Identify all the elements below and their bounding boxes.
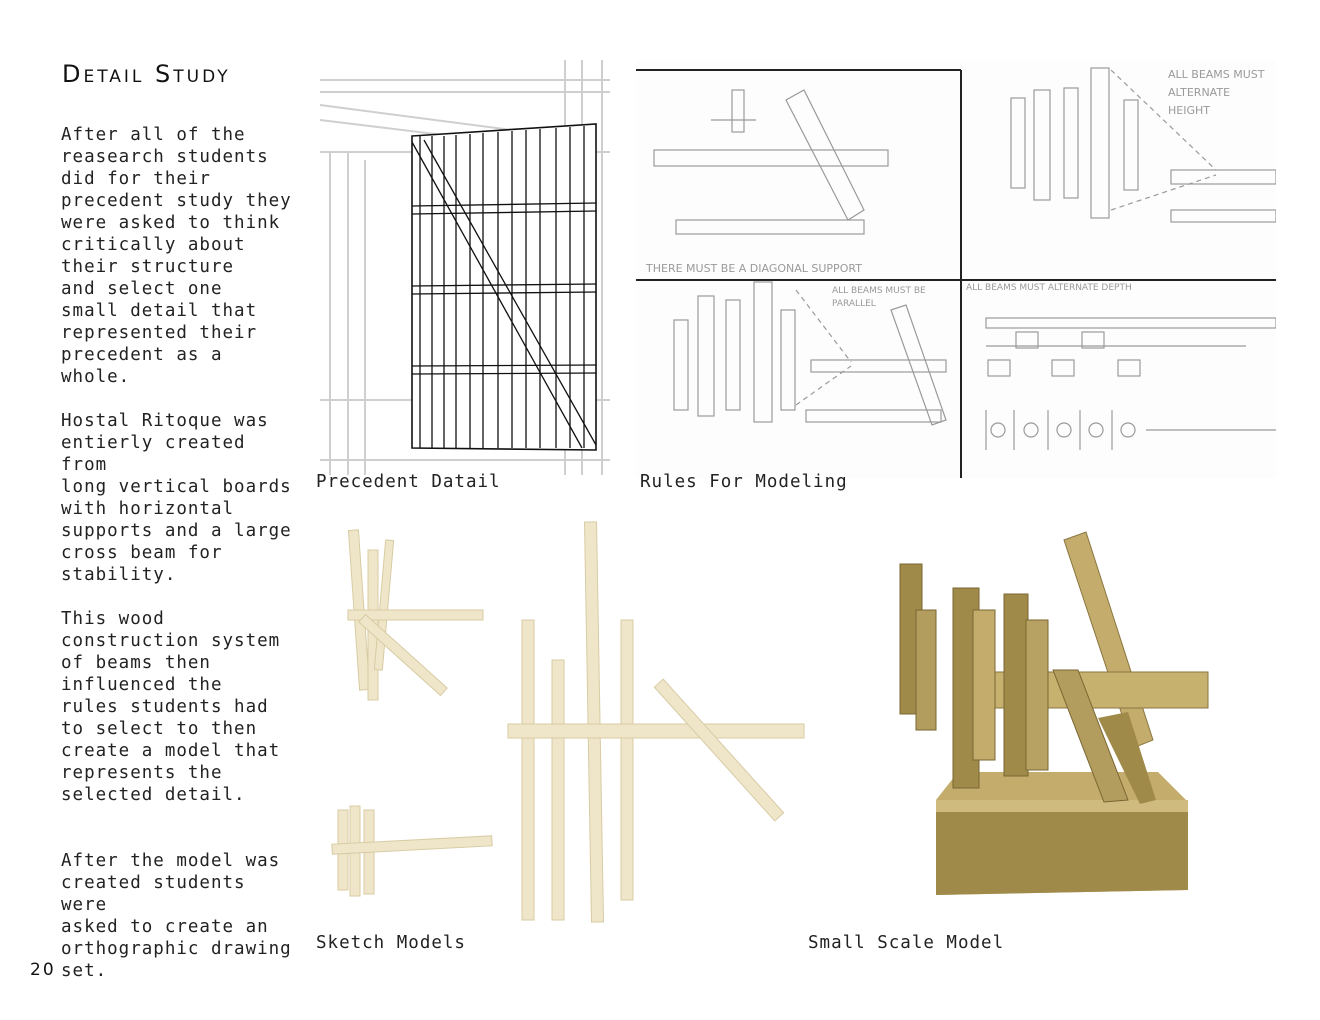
body-paragraph-1: After all of the reasearch students did … (61, 125, 292, 387)
rule-note-parallel-1: ALL BEAMS MUST BE (832, 286, 926, 296)
rule-note-depth: ALL BEAMS MUST ALTERNATE DEPTH (966, 283, 1132, 293)
body-paragraph-3: This wood construction system of beams t… (61, 609, 281, 805)
small-scale-model-photo (828, 510, 1250, 938)
rules-for-modeling-sketch: THERE MUST BE A DIAGONAL SUPPORT ALL BEA… (636, 60, 1276, 478)
rule-note-diagonal: THERE MUST BE A DIAGONAL SUPPORT (645, 262, 862, 275)
rule-note-height-1: ALL BEAMS MUST (1168, 68, 1265, 81)
rule-note-height-3: HEIGHT (1168, 104, 1210, 117)
page-number: 20 (30, 960, 56, 980)
precedent-detail-drawing (320, 60, 610, 475)
sketch-models-photo (318, 510, 808, 938)
body-paragraph-4: After the model was created students wer… (61, 851, 292, 981)
rules-for-modeling-caption: Rules For Modeling (640, 472, 848, 492)
precedent-detail-caption: Precedent Datail (316, 472, 501, 492)
small-scale-model-caption: Small Scale Model (808, 933, 1005, 953)
sketch-models-caption: Sketch Models (316, 933, 466, 953)
rule-note-height-2: ALTERNATE (1168, 86, 1230, 99)
body-paragraph-2: Hostal Ritoque was entierly created from… (61, 411, 292, 585)
page-title: Detail Study (62, 60, 231, 88)
rule-note-parallel-2: PARALLEL (832, 299, 876, 309)
